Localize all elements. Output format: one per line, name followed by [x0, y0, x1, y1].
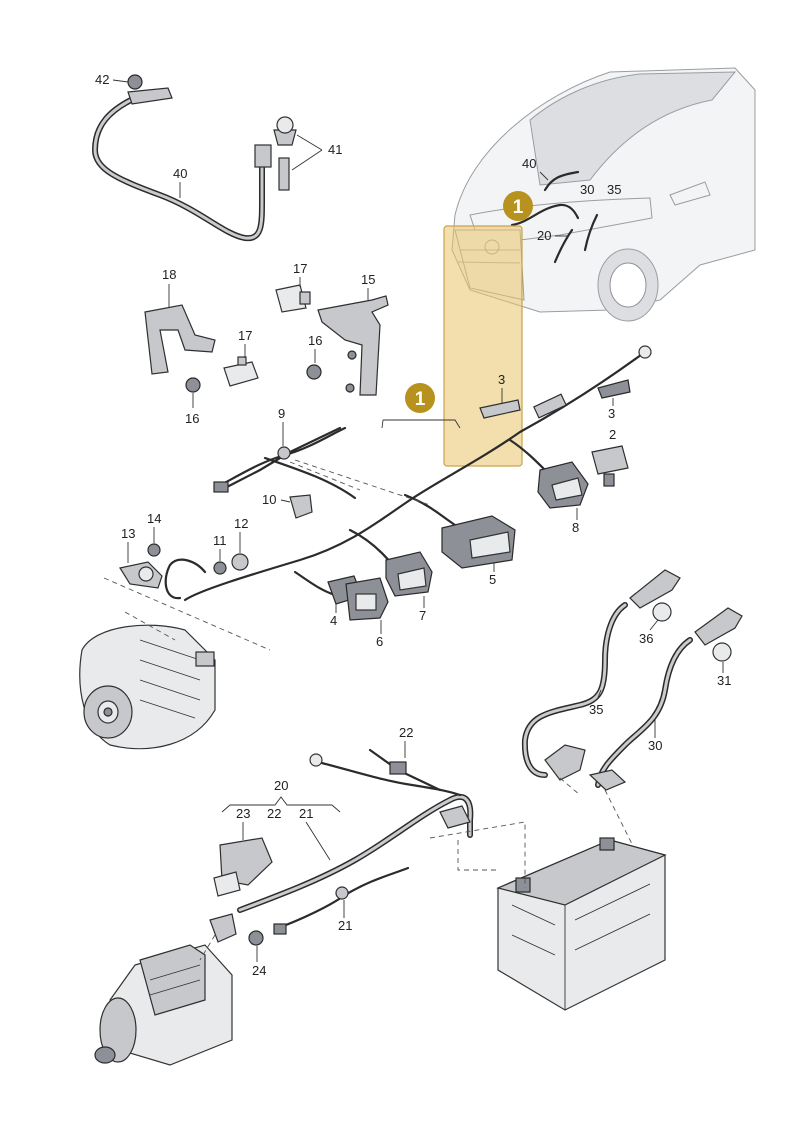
car-label-20: 20: [537, 228, 551, 243]
callout-badge-car-text: 1: [513, 197, 524, 218]
label-15: 15: [361, 272, 375, 287]
label-18: 18: [162, 267, 176, 282]
terminal-24: [209, 913, 264, 946]
car-label-40: 40: [522, 156, 536, 171]
clip-17a: [275, 284, 311, 313]
bracket-15: [317, 295, 389, 396]
battery-cable-35: [521, 569, 681, 781]
nut-11: [213, 561, 227, 575]
wire-22: [368, 748, 442, 792]
nut-16a: [185, 377, 201, 393]
starter-cable-21: [237, 753, 474, 913]
terminal-13: [119, 561, 163, 589]
wiring-harness: [164, 345, 652, 602]
label-5: 5: [489, 572, 496, 587]
bracket-23: [213, 837, 273, 897]
label-23: 23: [236, 806, 250, 821]
connector-6: [345, 577, 389, 621]
label-17b: 17: [238, 328, 252, 343]
label-9: 9: [278, 406, 285, 421]
cable-tie-9: [213, 426, 342, 493]
cap-31: [712, 642, 732, 662]
label-16b: 16: [185, 411, 199, 426]
label-17a: 17: [293, 261, 307, 276]
label-11: 11: [213, 533, 227, 548]
car-label-30: 30: [580, 182, 594, 197]
label-7: 7: [419, 608, 426, 623]
label-24: 24: [252, 963, 266, 978]
label-6: 6: [376, 634, 383, 649]
label-10: 10: [262, 492, 276, 507]
battery: [496, 837, 667, 1011]
label-41: 41: [328, 142, 342, 157]
nut-16a-2: [306, 364, 322, 380]
callout-badge-harness-text: 1: [415, 389, 426, 410]
car-label-35: 35: [607, 182, 621, 197]
ground-strap-40: [92, 74, 297, 242]
label-40: 40: [173, 166, 187, 181]
clip-3: [479, 379, 631, 419]
bracket-18: [144, 304, 216, 375]
battery-cable-30: [588, 607, 743, 791]
label-2: 2: [609, 427, 616, 442]
clip-17b: [223, 356, 259, 387]
connector-2: [591, 445, 629, 487]
label-12: 12: [234, 516, 248, 531]
grommet-12: [231, 553, 249, 571]
label-42: 42: [95, 72, 109, 87]
label-36: 36: [639, 631, 653, 646]
callout-badge-harness: [405, 383, 435, 413]
label-14: 14: [147, 511, 161, 526]
label-22a: 22: [399, 725, 413, 740]
label-21a: 21: [299, 806, 313, 821]
alternator: [79, 624, 216, 750]
nut-14: [147, 543, 161, 557]
callout-badge-car: [503, 191, 533, 221]
label-21b: 21: [338, 918, 352, 933]
label-30: 30: [648, 738, 662, 753]
connector-7: [385, 551, 433, 597]
label-35: 35: [589, 702, 603, 717]
label-8: 8: [572, 520, 579, 535]
clip-10: [289, 494, 313, 519]
highlight-zone: [443, 225, 523, 467]
connector-8: [537, 461, 589, 509]
label-13: 13: [121, 526, 135, 541]
label-3b: 3: [608, 406, 615, 421]
starter-motor: [94, 944, 233, 1066]
label-4: 4: [330, 613, 337, 628]
label-20: 20: [274, 778, 288, 793]
label-16a: 16: [308, 333, 322, 348]
starter-wire-21b: [273, 866, 410, 935]
connector-5: [441, 515, 516, 569]
label-22b: 22: [267, 806, 281, 821]
label-31: 31: [717, 673, 731, 688]
label-3a: 3: [498, 372, 505, 387]
cap-36: [652, 602, 672, 622]
